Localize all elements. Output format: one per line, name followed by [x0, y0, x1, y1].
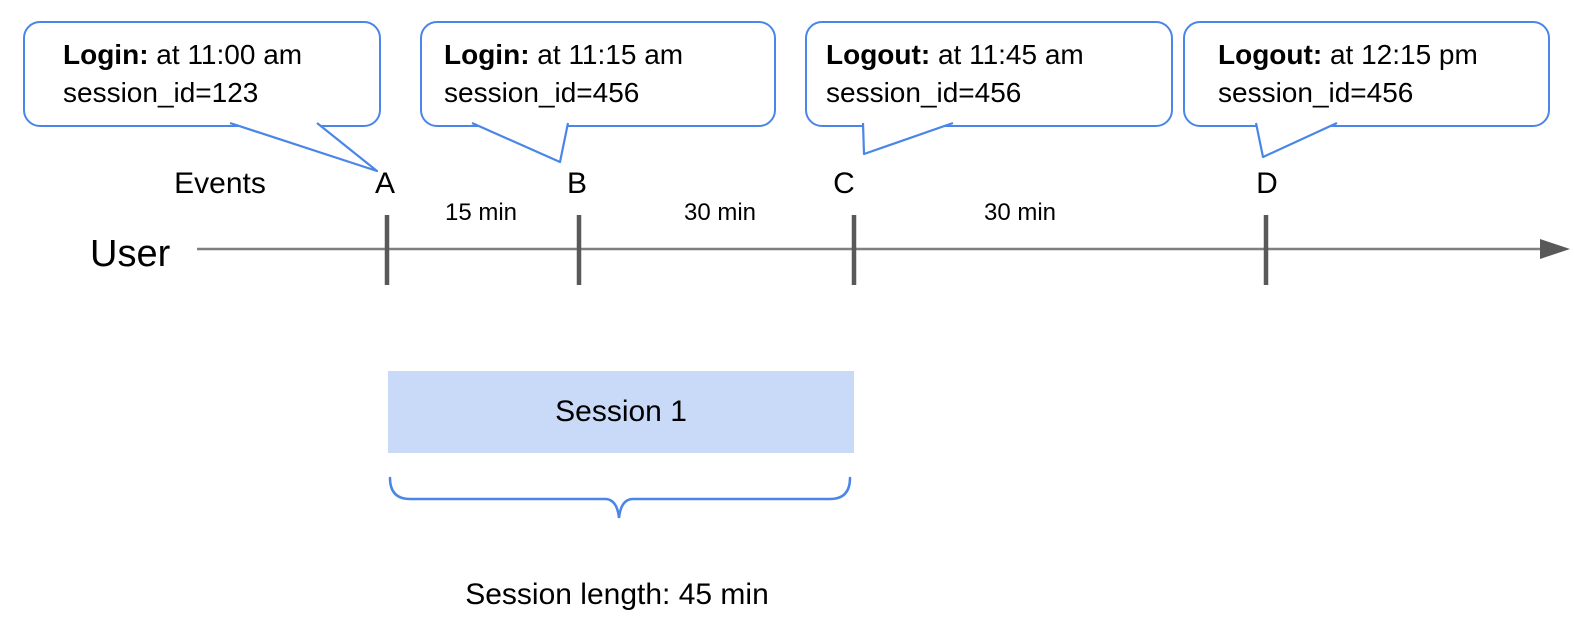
- event-type: Logout:: [1218, 39, 1323, 70]
- timeline-axis: [197, 215, 1570, 285]
- session-length-brace-icon: [388, 476, 852, 519]
- event-point-b: B: [566, 167, 587, 200]
- callout-line1: Login: at 11:15 am: [444, 36, 774, 74]
- callout-line2: session_id=123: [63, 77, 259, 108]
- callout-line2: session_id=456: [444, 77, 640, 108]
- interval-a-b: 15 min: [444, 199, 518, 226]
- interval-c-d: 30 min: [983, 199, 1057, 226]
- event-type: Logout:: [826, 39, 931, 70]
- callout-line2: session_id=456: [1218, 77, 1414, 108]
- callout-logout-d: Logout: at 12:15 pm session_id=456: [1183, 21, 1550, 127]
- session-length-caption: Session length: 45 min: [465, 578, 769, 611]
- event-time: at 11:00 am: [148, 39, 303, 70]
- callout-line2: session_id=456: [826, 77, 1022, 108]
- events-axis-label: Events: [174, 167, 266, 200]
- event-time: at 11:15 am: [529, 39, 684, 70]
- callout-tail-icon: [861, 121, 954, 156]
- event-point-a: A: [374, 167, 395, 200]
- user-axis-label: User: [90, 233, 171, 275]
- event-point-d: D: [1256, 167, 1278, 200]
- event-time: at 11:45 am: [930, 39, 1084, 70]
- event-type: Login:: [444, 39, 530, 70]
- callout-tail-icon: [1254, 122, 1338, 159]
- callout-line1: Login: at 11:00 am: [63, 36, 379, 74]
- event-type: Login:: [63, 39, 149, 70]
- callout-line1: Logout: at 11:45 am: [826, 36, 1171, 74]
- callout-line1: Logout: at 12:15 pm: [1218, 36, 1548, 74]
- callout-login-a: Login: at 11:00 am session_id=123: [23, 21, 381, 127]
- event-time: at 12:15 pm: [1322, 39, 1478, 70]
- session-1-bar: Session 1: [388, 371, 854, 453]
- callout-login-b: Login: at 11:15 am session_id=456: [420, 21, 776, 127]
- callout-tail-icon: [229, 121, 379, 173]
- event-point-c: C: [833, 167, 855, 200]
- callout-logout-c: Logout: at 11:45 am session_id=456: [805, 21, 1173, 127]
- callout-tail-icon: [471, 121, 570, 164]
- arrow-head-icon: [1540, 239, 1570, 259]
- interval-b-c: 30 min: [683, 199, 757, 226]
